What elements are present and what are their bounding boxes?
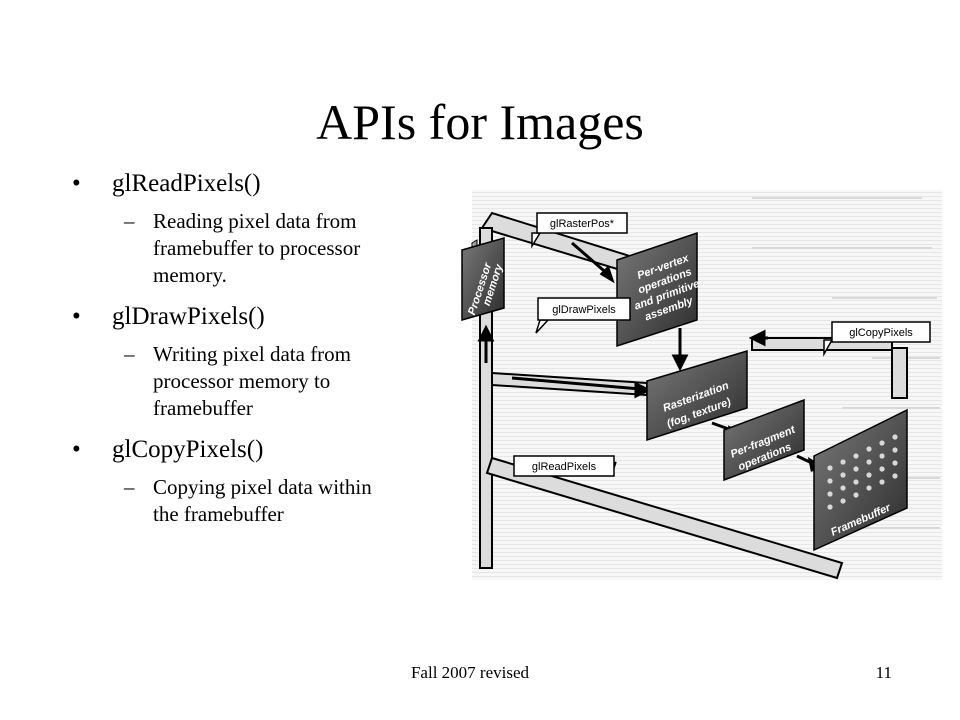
callout-read-pixels: glReadPixels (513, 455, 617, 477)
block-per-vertex: Per-vertex operations and primitive asse… (616, 231, 701, 348)
bullet-heading: glCopyPixels() (112, 436, 264, 463)
callout-read-pixels-label: glReadPixels (532, 461, 597, 473)
callout-draw-pixels: glDrawPixels (535, 297, 631, 334)
sub-bullet-copy-pixels: –Copying pixel data within the framebuffe… (72, 474, 452, 528)
callout-raster-pos: glRasterPos* (531, 212, 628, 249)
callout-copy-pixels-label: glCopyPixels (849, 327, 913, 339)
opengl-pixel-pipeline-diagram: Processor memory Per-vertex operations a… (461, 190, 942, 580)
callout-draw-pixels-label: glDrawPixels (552, 304, 616, 316)
callout-raster-pos-label: glRasterPos* (550, 218, 615, 230)
dash-glyph: – (124, 342, 135, 366)
footer-date: Fall 2007 revised (410, 663, 530, 682)
detail-line: Writing pixel data from (153, 342, 352, 366)
slide-title: APIs for Images (316, 94, 644, 150)
detail-line: framebuffer (153, 396, 253, 420)
detail-line: memory. (153, 263, 227, 287)
block-processor-memory: Processor memory (461, 237, 506, 321)
bullet-heading: glReadPixels() (112, 170, 261, 197)
bullet-heading: glDrawPixels() (112, 303, 265, 330)
sub-bullet-read-pixels: –Reading pixel data from framebuffer to p… (72, 208, 452, 289)
block-per-fragment: Per-fragment operations (723, 398, 805, 482)
detail-line: framebuffer to processor (153, 236, 361, 260)
bullet-read-pixels: • glReadPixels() (72, 168, 452, 200)
sub-bullet-draw-pixels: –Writing pixel data from processor memory… (72, 341, 452, 422)
bullet-draw-pixels: • glDrawPixels() (72, 301, 452, 333)
bullet-list: •glReadPixels() –Reading pixel data from… (72, 168, 452, 540)
detail-line: processor memory to (153, 369, 331, 393)
bullet-glyph: • (72, 170, 81, 197)
framebuffer-grid (827, 434, 898, 510)
detail-line: Reading pixel data from (153, 209, 357, 233)
detail-line: the framebuffer (153, 502, 284, 526)
callout-copy-pixels: glCopyPixels (823, 321, 931, 357)
bullet-glyph: • (72, 436, 81, 463)
path-bottom-return (485, 456, 844, 580)
dash-glyph: – (124, 209, 135, 233)
dash-glyph: – (124, 475, 135, 499)
path-right-return (891, 347, 908, 399)
bullet-copy-pixels: • glCopyPixels() (72, 434, 452, 466)
slide-number: 11 (875, 663, 892, 682)
detail-line: Copying pixel data within (153, 475, 372, 499)
bullet-glyph: • (72, 303, 81, 330)
